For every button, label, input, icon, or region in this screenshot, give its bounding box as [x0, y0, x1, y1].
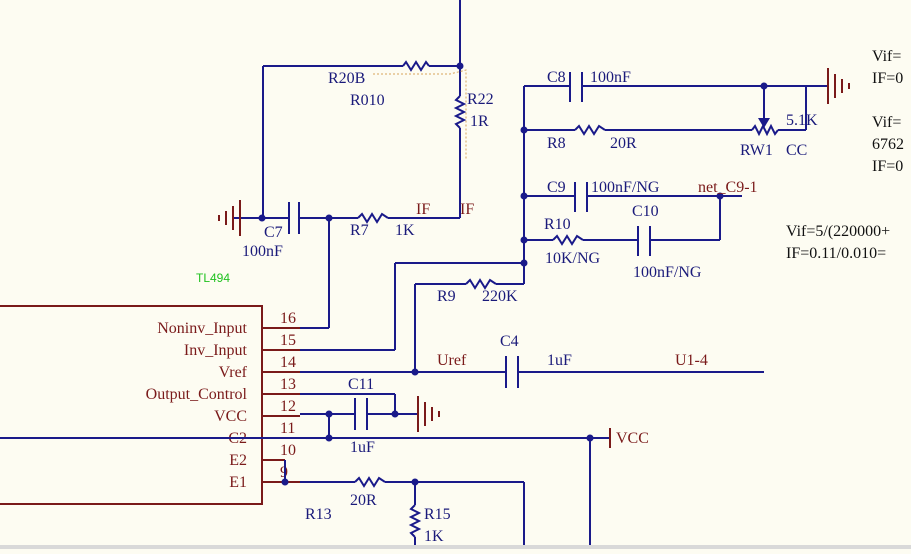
pin-num-11: 11	[280, 420, 295, 437]
pin-num-14: 14	[280, 354, 296, 371]
pin-num-16: 16	[280, 310, 296, 327]
junctions	[258, 62, 768, 486]
rw1-extra: CC	[786, 142, 807, 159]
r20b-ref: R20B	[328, 70, 365, 87]
r20b-symbol	[402, 60, 430, 72]
c11-ref: C11	[348, 376, 374, 393]
r15-symbol	[408, 504, 422, 538]
resistors	[354, 60, 779, 549]
annot-top-right-5: IF=0	[872, 158, 903, 175]
pin-name-10: E2	[229, 452, 247, 469]
capacitors	[288, 72, 651, 430]
component-labels: R20B R010 R22 1R C7 100nF R7 1K C8 100nF…	[242, 69, 818, 545]
pin-num-13: 13	[280, 376, 296, 393]
c4-ref: C4	[500, 333, 519, 350]
r20b-value: R010	[350, 92, 385, 109]
r10-value: 10K/NG	[545, 250, 601, 267]
c9-value: 100nF/NG	[591, 179, 660, 196]
r10-ref: R10	[544, 216, 571, 233]
c9-ref: C9	[547, 179, 566, 196]
r9-ref: R9	[437, 288, 456, 305]
annot-top-right-1: Vif=	[872, 48, 901, 65]
r10-symbol	[552, 234, 584, 246]
pin-name-15: Inv_Input	[184, 342, 248, 359]
pin-name-16: Noninv_Input	[157, 320, 247, 337]
pin-num-12: 12	[280, 398, 296, 415]
r7-value: 1K	[395, 222, 415, 239]
ic-body	[0, 305, 263, 505]
annot-top-right-3: Vif=	[872, 114, 901, 131]
power-symbols	[218, 68, 850, 448]
c11-value: 1uF	[350, 439, 375, 456]
pin-num-10: 10	[280, 442, 296, 459]
rw1-ref: RW1	[740, 142, 773, 159]
pin-name-9: E1	[229, 474, 247, 491]
horizontal-scrollbar[interactable]	[0, 545, 911, 549]
ground-icon-c11	[417, 396, 440, 432]
r8-ref: R8	[547, 135, 566, 152]
r15-ref: R15	[424, 506, 451, 523]
pin-name-12: VCC	[214, 408, 247, 425]
ic-tl494[interactable]: TL494 Noninv_Input Inv_Input Vref Output…	[0, 271, 300, 505]
c10-value: 100nF/NG	[633, 264, 702, 281]
r13-value: 20R	[350, 492, 377, 509]
c7-ref: C7	[264, 224, 283, 241]
annot-top-right-4: 6762	[872, 136, 904, 153]
annot-mid-right-1: Vif=5/(220000+	[786, 223, 890, 240]
c8-ref: C8	[547, 69, 566, 86]
r22-value: 1R	[470, 113, 489, 130]
r9-value: 220K	[482, 288, 518, 305]
pin-num-15: 15	[280, 332, 296, 349]
c8-value: 100nF	[590, 69, 631, 86]
net-u1-4: U1-4	[675, 352, 708, 369]
r22-symbol	[453, 95, 467, 129]
c10-ref: C10	[632, 203, 659, 220]
pin-name-13: Output_Control	[146, 386, 248, 403]
net-uref: Uref	[437, 352, 467, 369]
r13-symbol	[354, 476, 386, 488]
r8-symbol	[574, 124, 606, 136]
net-c9-1: net_C9-1	[698, 179, 758, 196]
r13-ref: R13	[305, 506, 332, 523]
net-if-1: IF	[416, 201, 430, 218]
ground-icon-c8	[827, 68, 850, 104]
r8-value: 20R	[610, 135, 637, 152]
ic-name: TL494	[196, 271, 230, 285]
rw1-symbol	[751, 123, 779, 137]
r15-value: 1K	[424, 528, 444, 545]
rw1-value: 5.1K	[786, 112, 818, 129]
r7-ref: R7	[350, 222, 369, 239]
ground-icon-c7	[218, 200, 241, 236]
annot-mid-right-2: IF=0.11/0.010=	[786, 245, 886, 262]
r9-symbol	[465, 278, 497, 290]
c4-value: 1uF	[547, 352, 572, 369]
annot-top-right-2: IF=0	[872, 70, 903, 87]
net-labels: IF IF net_C9-1 Uref U1-4 VCC	[416, 179, 758, 447]
wires	[0, 0, 828, 549]
pin-name-14: Vref	[219, 364, 248, 381]
net-vcc: VCC	[616, 430, 649, 447]
c7-value: 100nF	[242, 243, 283, 260]
r22-ref: R22	[467, 91, 494, 108]
annotations: Vif= IF=0 Vif= 6762 IF=0 Vif=5/(220000+ …	[786, 48, 904, 262]
r7-symbol	[357, 212, 389, 224]
net-if-2: IF	[460, 201, 474, 218]
